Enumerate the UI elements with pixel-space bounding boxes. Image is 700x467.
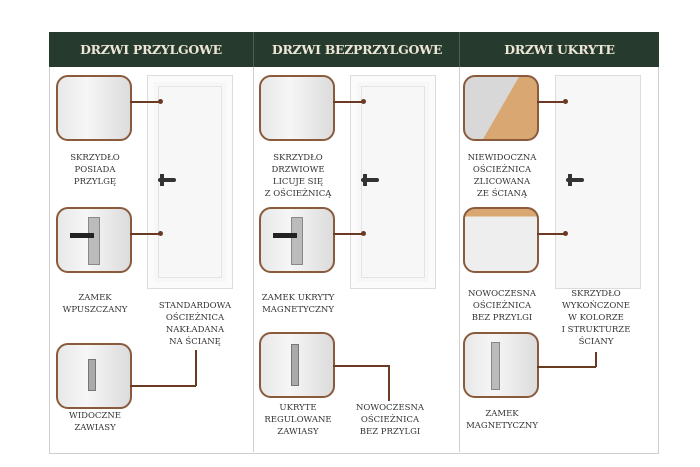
connector-line [537,233,565,235]
label-widoczne-zawiasy: WIDOCZNE ZAWIASY [69,411,121,433]
connector-line [333,365,389,367]
modern-frame-detail-image [463,207,539,273]
connector-line [333,101,363,103]
magnetic-lock-ukryte-image [463,332,539,398]
hinge-detail-image [56,343,132,409]
hidden-frame-detail-image [463,75,539,141]
label-zamek-wpuszczany: ZAMEK WPUSZCZANY [62,293,128,315]
label-skrzydlo-wykonczone: SKRZYDŁO WYKOŃCZONE W KOLORZE I STRUKTUR… [561,289,631,347]
rebate-detail-image [56,75,132,141]
connector-line [388,365,390,401]
connector-dot [158,99,163,104]
lock-detail-image [56,207,132,273]
connector-line [130,233,160,235]
connector-line [130,101,160,103]
hidden-hinge-detail-image [259,332,335,398]
label-zamek-ukryty: ZAMEK UKRYTY MAGNETYCZNY [261,293,335,315]
label-niewidoczna-oscieznica: NIEWIDOCZNA OŚCIEŻNICA ZLICOWANA ZE ŚCIA… [467,153,537,199]
connector-line [537,101,565,103]
magnetic-lock-detail-image [259,207,335,273]
column-divider [459,67,460,452]
connector-line [537,366,596,368]
connector-line [595,352,597,367]
connector-line [195,350,197,386]
column-divider [253,67,254,452]
connector-line [333,233,363,235]
connector-dot [361,99,366,104]
door-przylgowe-image [147,75,233,289]
connector-dot [361,231,366,236]
header-ukryte: DRZWI UKRYTE [459,32,659,67]
connector-dot [158,231,163,236]
door-ukryte-image [555,75,641,289]
label-skrzydlo-przylga: SKRZYDŁO POSIADA PRZYLGĘ [70,153,120,187]
connector-line [130,385,196,387]
label-zamek-magnetyczny: ZAMEK MAGNETYCZNY [466,409,538,431]
label-standardowa-oscieznica: STANDARDOWA OŚCIEŻNICA NAKŁADANA NA ŚCIA… [158,301,232,347]
connector-dot [563,231,568,236]
label-nowoczesna-oscieznica: NOWOCZESNA OŚCIEŻNICA BEZ PRZYLGI [355,403,425,437]
label-ukryte-zawiasy: UKRYTE REGULOWANE ZAWIASY [264,403,332,437]
header-przylgowe: DRZWI PRZYLGOWE [49,32,253,67]
door-bezprzylgowe-image [350,75,436,289]
header-bezprzylgowe: DRZWI BEZPRZYLGOWE [253,32,460,67]
label-skrzydlo-licuje: SKRZYDŁO DRZWIOWE LICUJE SIĘ Z OŚCIEŻNIC… [264,153,332,199]
connector-dot [563,99,568,104]
label-nowoczesna-oscieznica-ukryte: NOWOCZESNA OŚCIEŻNICA BEZ PRZYLGI [467,289,537,323]
flush-detail-image [259,75,335,141]
